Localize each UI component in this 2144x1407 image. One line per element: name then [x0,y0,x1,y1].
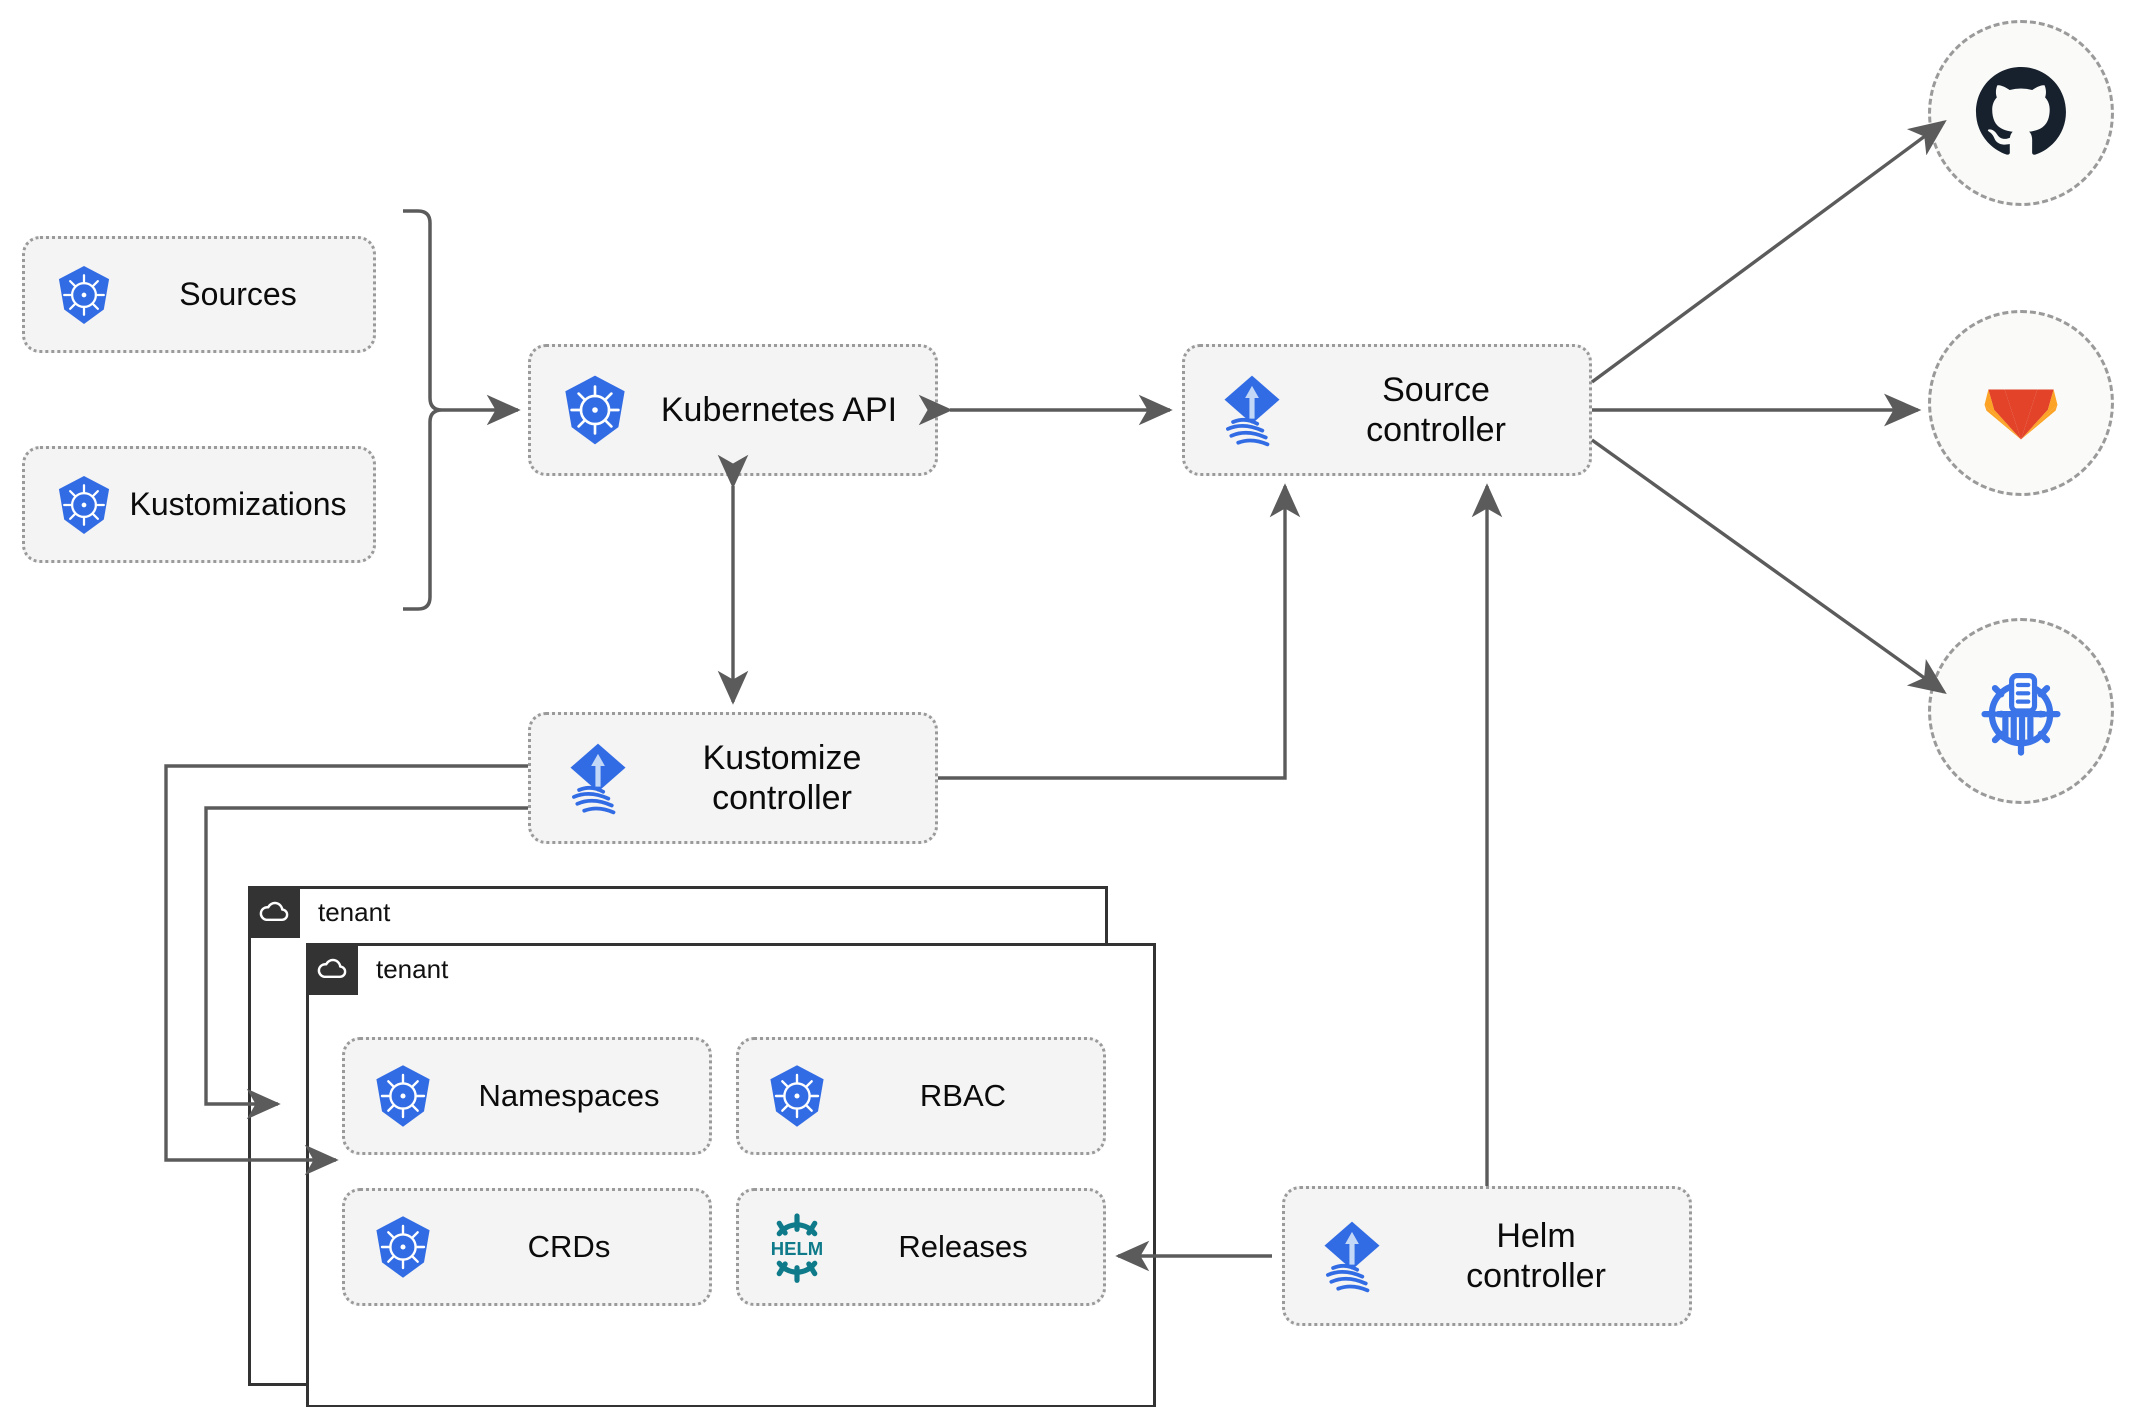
node-releases-label: Releases [898,1228,1028,1264]
provider-gitlab[interactable] [1928,310,2114,496]
kubernetes-icon [361,1061,445,1131]
node-kubernetes-api[interactable]: Kubernetes API [528,344,938,476]
provider-github[interactable] [1928,20,2114,206]
tenant-inner-label: tenant [376,953,449,984]
helm-logo-icon: HELM [755,1210,839,1284]
gitlab-icon [1984,389,2058,440]
node-namespaces[interactable]: Namespaces [342,1037,712,1155]
cloud-icon [306,943,358,995]
node-releases[interactable]: HELM Releases [736,1188,1106,1306]
edge-kustomize-controller-to-source-controller [938,483,1301,780]
flux-icon [1203,367,1301,453]
github-icon [1976,67,2066,155]
node-kustomize-controller[interactable]: Kustomize controller [528,712,938,844]
node-kustomize-controller-label: Kustomize controller [702,738,862,817]
tenant-inner-container: tenant [306,943,1156,1407]
helm-chart-icon [1981,673,2061,756]
svg-text:HELM: HELM [771,1238,823,1259]
node-helm-controller[interactable]: Helm controller [1282,1186,1692,1326]
node-rbac-label: RBAC [919,1077,1007,1113]
cloud-icon [248,886,300,938]
node-namespaces-label: Namespaces [478,1077,660,1113]
edge-source-controller-to-github [1590,119,1947,384]
provider-helm-repo[interactable] [1928,618,2114,804]
kubernetes-icon [45,262,123,328]
node-sources-label: Sources [179,275,297,312]
node-rbac[interactable]: RBAC [736,1037,1106,1155]
tenant-inner-tab: tenant [306,943,448,995]
kubernetes-icon [549,371,641,449]
kubernetes-icon [45,472,123,538]
node-helm-controller-label: Helm controller [1466,1216,1606,1295]
node-kubernetes-api-label: Kubernetes API [660,390,898,429]
tenant-outer-label: tenant [318,896,391,927]
node-sources[interactable]: Sources [22,236,376,353]
flux-icon [1303,1213,1401,1299]
node-source-controller[interactable]: Source controller [1182,344,1592,476]
node-crds-label: CRDs [527,1228,611,1264]
tenant-outer-tab: tenant [248,886,390,938]
kubernetes-icon [755,1061,839,1131]
flux-icon [549,735,647,821]
node-crds[interactable]: CRDs [342,1188,712,1306]
node-kustomizations-label: Kustomizations [129,485,347,522]
node-source-controller-label: Source controller [1366,370,1506,449]
node-kustomizations[interactable]: Kustomizations [22,446,376,563]
kubernetes-icon [361,1212,445,1282]
edge-source-controller-to-helm-repo [1591,438,1947,694]
